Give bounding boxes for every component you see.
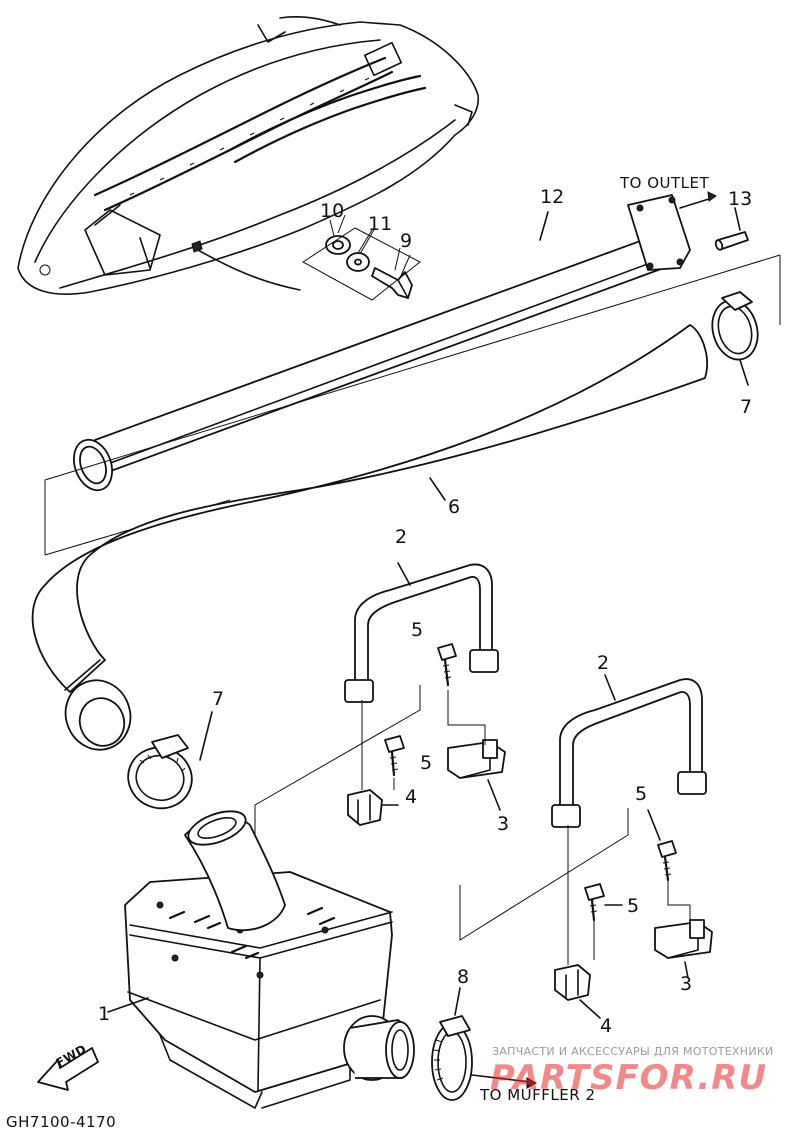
callout-4-right: 4 — [600, 1015, 613, 1037]
clip-part-4-right — [554, 964, 601, 1019]
muffler-arrow — [471, 1074, 531, 1083]
bolt-part-5-d — [584, 883, 623, 922]
callout-13: 13 — [728, 188, 753, 210]
exhaust-pipe-part-12 — [72, 194, 691, 492]
bolt-part-5-c — [647, 809, 677, 882]
to-muffler-label: TO MUFFLER 2 — [480, 1086, 596, 1104]
watercraft-hull — [17, 16, 480, 295]
exhaust-hose-part-6 — [31, 324, 708, 751]
callout-9: 9 — [400, 230, 413, 252]
watermark-brand: PARTSFOR.RU — [490, 1058, 768, 1098]
callout-12: 12 — [540, 186, 565, 208]
outlet-arrow — [679, 197, 713, 209]
clip-part-4-left — [347, 789, 399, 826]
assembly-guide-right — [459, 808, 691, 965]
callout-5-a: 5 — [411, 619, 424, 641]
watermark-tagline: ЗАПЧАСТИ И АКСЕССУАРЫ ДЛЯ МОТОТЕХНИКИ — [492, 1045, 774, 1058]
fitting-part-13 — [714, 207, 749, 251]
pipe-group-outline — [44, 254, 781, 555]
callout-2-right: 2 — [597, 652, 610, 674]
callout-3-left: 3 — [497, 813, 510, 835]
callout-5-b: 5 — [420, 752, 433, 774]
to-outlet-label: TO OUTLET — [620, 174, 710, 192]
hose-clamp-part-8 — [431, 987, 473, 1101]
hardware-group-outline — [302, 227, 421, 301]
callout-3-right: 3 — [680, 973, 693, 995]
callout-5-d: 5 — [627, 895, 640, 917]
bracket-part-2-right — [551, 674, 707, 828]
callout-8: 8 — [457, 966, 470, 988]
callout-5-c: 5 — [635, 783, 648, 805]
callout-1: 1 — [98, 1003, 111, 1025]
callout-10: 10 — [320, 200, 345, 222]
callout-11: 11 — [368, 213, 393, 235]
callout-6: 6 — [448, 496, 461, 518]
callout-2-left: 2 — [395, 526, 408, 548]
leaders-small-parts — [329, 219, 401, 271]
washer-part-11 — [346, 252, 370, 272]
hose-clamp-part-7-upper — [711, 291, 759, 386]
callout-4-left: 4 — [405, 786, 418, 808]
clip-part-3-right — [654, 919, 713, 979]
muffler-part-1 — [107, 810, 415, 1109]
hose-clamp-part-7-lower — [127, 711, 213, 810]
callout-7-lower: 7 — [212, 688, 225, 710]
drawing-code: GH7100-4170 — [6, 1113, 117, 1131]
forward-direction-arrow — [37, 1047, 99, 1091]
bolt-part-5-a — [437, 643, 457, 687]
bracket-part-2-left — [344, 562, 499, 703]
nut-part-10 — [325, 235, 351, 255]
clip-part-3-left — [447, 739, 506, 811]
assembly-guide-left — [254, 685, 486, 840]
bolt-part-5-b — [384, 735, 405, 777]
callout-7-upper: 7 — [740, 396, 753, 418]
